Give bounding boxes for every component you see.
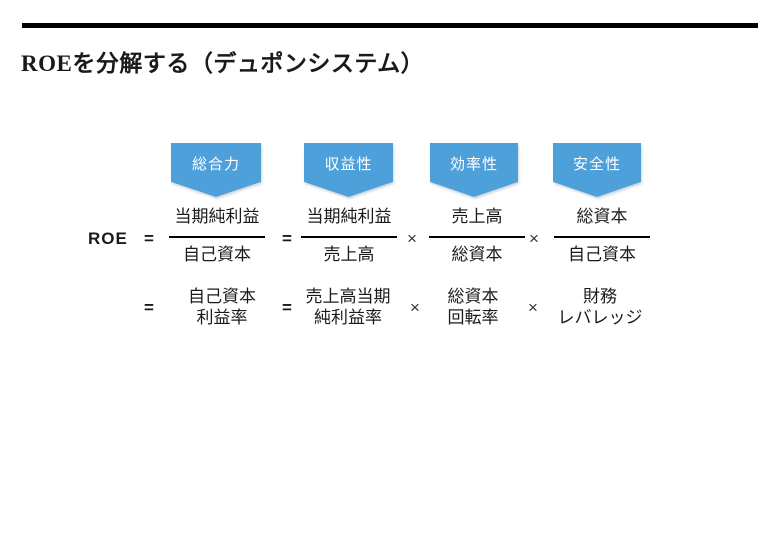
banner-safety-shape: 安全性 — [553, 143, 641, 197]
banner-overall-label: 総合力 — [191, 156, 240, 173]
fraction-1-denominator: 自己資本 — [183, 245, 251, 264]
multiply-sign-3: × — [410, 298, 420, 317]
fraction-4-numerator: 総資本 — [576, 207, 628, 226]
term-financial-leverage: 財務 レバレッジ — [557, 287, 643, 327]
term-return-on-equity: 自己資本 利益率 — [188, 287, 256, 327]
top-rule — [22, 23, 758, 28]
fraction-4-denominator: 自己資本 — [568, 245, 636, 264]
fraction-2-numerator: 当期純利益 — [306, 207, 392, 226]
banner-overall-shape: 総合力 — [171, 143, 261, 197]
equals-sign-2: = — [282, 229, 292, 248]
equals-sign-1: = — [144, 229, 154, 248]
fraction-roe-definition: 当期純利益 自己資本 — [169, 203, 265, 268]
fraction-2-bar — [301, 236, 397, 238]
roe-label: ROE — [88, 229, 128, 248]
fraction-financial-leverage: 総資本 自己資本 — [554, 203, 650, 268]
fraction-4-bar — [554, 236, 650, 238]
banner-overall: 総合力 — [171, 143, 261, 197]
fraction-profit-margin: 当期純利益 売上高 — [301, 203, 397, 268]
banner-profitability-label: 収益性 — [324, 156, 373, 173]
fraction-3-bar — [429, 236, 525, 238]
fraction-3-denominator: 総資本 — [451, 245, 503, 264]
equals-sign-3: = — [144, 298, 154, 317]
fraction-3-numerator: 売上高 — [451, 207, 503, 226]
fraction-2-denominator: 売上高 — [323, 245, 375, 264]
equals-sign-4: = — [282, 298, 292, 317]
banner-profitability-shape: 収益性 — [304, 143, 393, 197]
banner-safety-label: 安全性 — [572, 156, 621, 173]
multiply-sign-4: × — [528, 298, 538, 317]
page-title: ROEを分解する（デュポンシステム） — [21, 51, 425, 76]
banner-efficiency-shape: 効率性 — [430, 143, 518, 197]
fraction-asset-turnover: 売上高 総資本 — [429, 203, 525, 268]
fraction-1-numerator: 当期純利益 — [174, 207, 260, 226]
term-net-profit-margin: 売上高当期 純利益率 — [305, 287, 391, 327]
term-total-asset-turnover: 総資本 回転率 — [447, 287, 499, 327]
banner-efficiency-label: 効率性 — [449, 156, 498, 173]
multiply-sign-2: × — [529, 229, 539, 248]
banner-profitability: 収益性 — [304, 143, 393, 197]
banner-safety: 安全性 — [553, 143, 641, 197]
multiply-sign-1: × — [407, 229, 417, 248]
banner-efficiency: 効率性 — [430, 143, 518, 197]
fraction-1-bar — [169, 236, 265, 238]
